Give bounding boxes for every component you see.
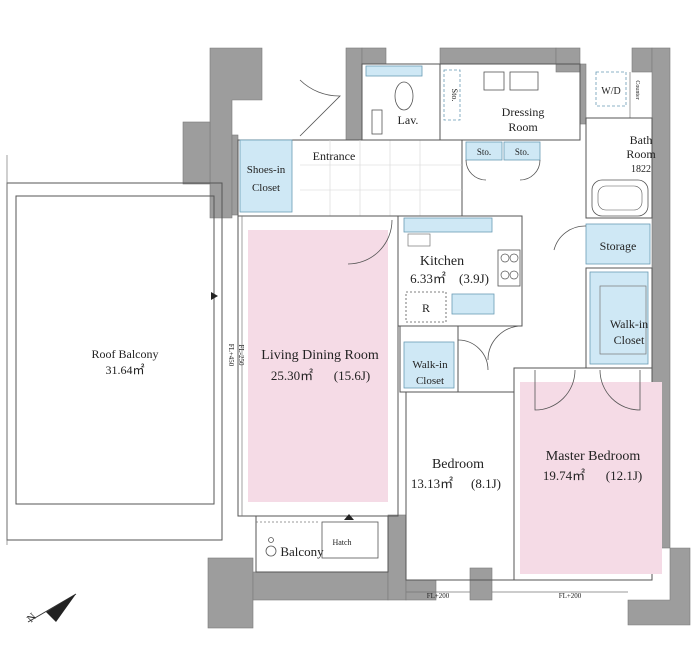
bedroom-size-j: (8.1J) bbox=[471, 476, 501, 491]
bath-room-label-2: Room bbox=[626, 147, 656, 161]
roof-balcony-label: Roof Balcony bbox=[92, 347, 159, 361]
storage-room: Storage bbox=[553, 223, 651, 265]
bath-room-label-1: Bath bbox=[630, 133, 653, 147]
bedroom-label: Bedroom bbox=[432, 457, 484, 472]
sto-left-label: Sto. bbox=[477, 147, 491, 157]
kitchen-area: 6.33㎡ bbox=[410, 271, 446, 286]
dressing-room-label-1: Dressing bbox=[502, 105, 545, 119]
refrigerator-label: R bbox=[422, 301, 430, 315]
living-area: 25.30㎡ bbox=[271, 368, 313, 383]
fl-450-label: FL+450 bbox=[227, 344, 235, 367]
balcony: Hatch Balcony bbox=[255, 514, 389, 573]
lav-label: Lav. bbox=[398, 113, 419, 127]
dressing-room: Sto. Dressing Room W/D Counter bbox=[439, 63, 640, 141]
bath-room-code: 1822 bbox=[631, 164, 651, 175]
sto-right-label: Sto. bbox=[515, 147, 529, 157]
kitchen: Kitchen 6.33㎡ (3.9J) R bbox=[397, 215, 523, 361]
bath-room: Bath Room 1822 bbox=[585, 117, 656, 219]
north-label: N bbox=[25, 611, 39, 625]
balcony-label: Balcony bbox=[280, 544, 324, 559]
walk-in-closet-right: Walk-in Closet bbox=[585, 267, 653, 369]
master-label: Master Bedroom bbox=[546, 449, 641, 464]
entrance-label: Entrance bbox=[313, 149, 356, 163]
dressing-room-label-2: Room bbox=[508, 120, 538, 134]
dressing-sto-label: Sto. bbox=[450, 89, 459, 102]
wd-label: W/D bbox=[601, 86, 620, 97]
fl-200-right-label: FL+200 bbox=[559, 592, 582, 600]
shoes-closet-label-1: Shoes-in bbox=[247, 164, 286, 176]
living-dining-room: Living Dining Room 25.30㎡ (15.6J) bbox=[237, 215, 399, 517]
master-area: 19.74㎡ bbox=[543, 468, 585, 483]
kitchen-label: Kitchen bbox=[420, 254, 464, 269]
fl-250-label: FL-250 bbox=[237, 345, 245, 367]
walkin-right-label-1: Walk-in bbox=[610, 317, 648, 331]
walk-in-closet-kitchen: Walk-in Closet bbox=[399, 325, 489, 393]
kitchen-size-j: (3.9J) bbox=[459, 271, 489, 286]
north-compass: N bbox=[25, 593, 77, 625]
storage-label: Storage bbox=[600, 239, 637, 253]
living-size-j: (15.6J) bbox=[334, 368, 370, 383]
walkin-kitchen-label-1: Walk-in bbox=[412, 359, 448, 371]
roof-balcony-area: 31.64㎡ bbox=[105, 363, 144, 377]
fl-200-left-label: FL+200 bbox=[427, 592, 450, 600]
counter-label: Counter bbox=[634, 80, 640, 99]
living-label: Living Dining Room bbox=[261, 348, 379, 363]
storage-closets: Sto. Sto. bbox=[465, 141, 541, 181]
bedroom-area: 13.13㎡ bbox=[411, 476, 453, 491]
bedroom: Bedroom 13.13㎡ (8.1J) FL+200 bbox=[405, 391, 515, 600]
roof-balcony-area: Roof Balcony 31.64㎡ FL+450 FL-250 bbox=[6, 155, 245, 545]
shoes-closet-label-2: Closet bbox=[252, 182, 280, 194]
master-bedroom: Master Bedroom 19.74㎡ (12.1J) FL+200 bbox=[492, 367, 662, 600]
walkin-kitchen-label-2: Closet bbox=[416, 375, 444, 387]
lavatory: Lav. bbox=[361, 63, 441, 141]
master-size-j: (12.1J) bbox=[606, 468, 642, 483]
exterior-walls bbox=[182, 47, 691, 629]
hatch-label: Hatch bbox=[332, 538, 351, 547]
walkin-right-label-2: Closet bbox=[614, 333, 645, 347]
entrance-hall: Entrance Shoes-in Closet bbox=[237, 79, 463, 217]
